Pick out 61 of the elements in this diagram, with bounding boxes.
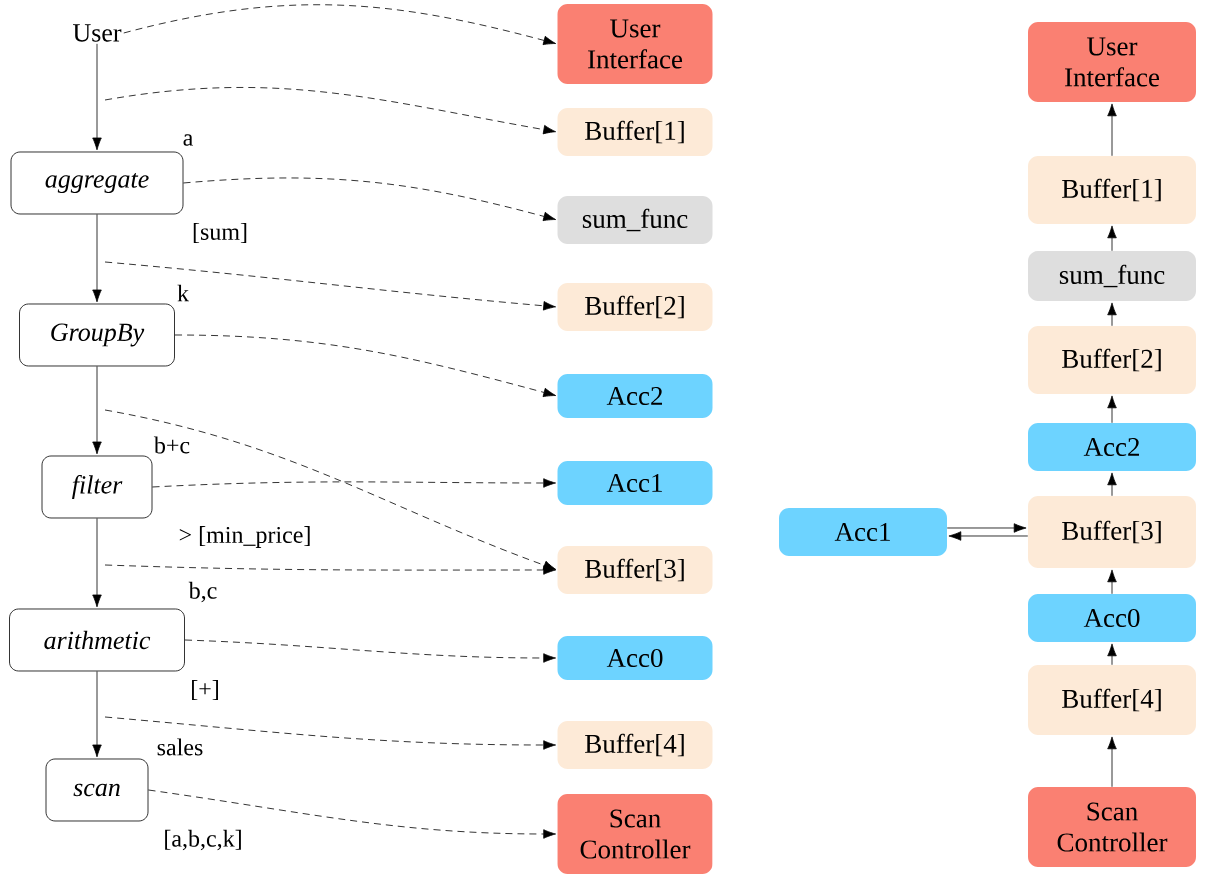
column-label: a [183, 134, 193, 146]
operator-box: GroupBy [19, 303, 175, 367]
column-label: b,c [188, 581, 217, 603]
dashed-arrow [104, 564, 556, 575]
arrow [92, 366, 102, 455]
dashed-arrow [184, 639, 556, 663]
component-box: Buffer[2] [1028, 326, 1196, 394]
component-box: Buffer[3] [557, 546, 713, 594]
component-box: Scan Controller [557, 794, 713, 874]
column-label: sales [157, 738, 203, 756]
dashed-arrow [104, 261, 556, 311]
component-box: Buffer[2] [557, 283, 713, 331]
operator-box: arithmetic [9, 608, 185, 672]
user-label: User [73, 24, 122, 42]
arrow [1107, 643, 1117, 666]
component-box: Acc1 [779, 508, 947, 556]
dashed-arrow [104, 716, 556, 750]
component-box: Acc2 [557, 374, 713, 418]
dashed-arrow [104, 87, 556, 135]
arrow [946, 523, 1027, 533]
arrow [92, 671, 102, 758]
dashed-arrow [123, 4, 557, 46]
arrow [1107, 569, 1117, 595]
dashed-arrow [183, 177, 557, 222]
component-box: User Interface [1028, 22, 1196, 102]
column-label: b+c [153, 436, 190, 454]
arrow [1107, 472, 1117, 497]
component-box: Buffer[4] [557, 721, 713, 769]
column-label: > [min_price] [179, 526, 310, 548]
operator-box: aggregate [10, 151, 184, 215]
component-box: Buffer[1] [1028, 156, 1196, 224]
dashed-arrow [174, 334, 557, 398]
dashed-arrow [152, 478, 556, 488]
arrow [1107, 225, 1117, 252]
arrow [1107, 103, 1117, 157]
arrow [92, 214, 102, 303]
component-box: Buffer[3] [1028, 496, 1196, 568]
arrow [92, 518, 102, 608]
arrow [948, 531, 1029, 541]
dashed-arrow [148, 789, 556, 839]
arrow [1107, 302, 1117, 327]
column-label: k [177, 284, 189, 302]
arrow [1107, 736, 1117, 788]
component-box: Scan Controller [1028, 787, 1196, 867]
arrow [1107, 395, 1117, 424]
column-label: [sum] [193, 223, 247, 243]
component-box: Acc0 [1028, 594, 1196, 642]
component-box: Acc2 [1028, 423, 1196, 471]
operator-box: scan [45, 758, 149, 822]
component-box: Acc0 [557, 636, 713, 680]
column-label: [a,b,c,k] [165, 829, 241, 851]
component-box: Buffer[4] [1028, 665, 1196, 735]
arrow [92, 43, 102, 151]
dashed-arrow [104, 409, 557, 570]
component-box: User Interface [557, 4, 713, 84]
component-box: Buffer[1] [557, 108, 713, 156]
column-label: [+] [192, 680, 218, 700]
component-box: sum_func [557, 196, 713, 244]
component-box: sum_func [1028, 251, 1196, 301]
operator-box: filter [41, 455, 153, 519]
component-box: Acc1 [557, 461, 713, 505]
